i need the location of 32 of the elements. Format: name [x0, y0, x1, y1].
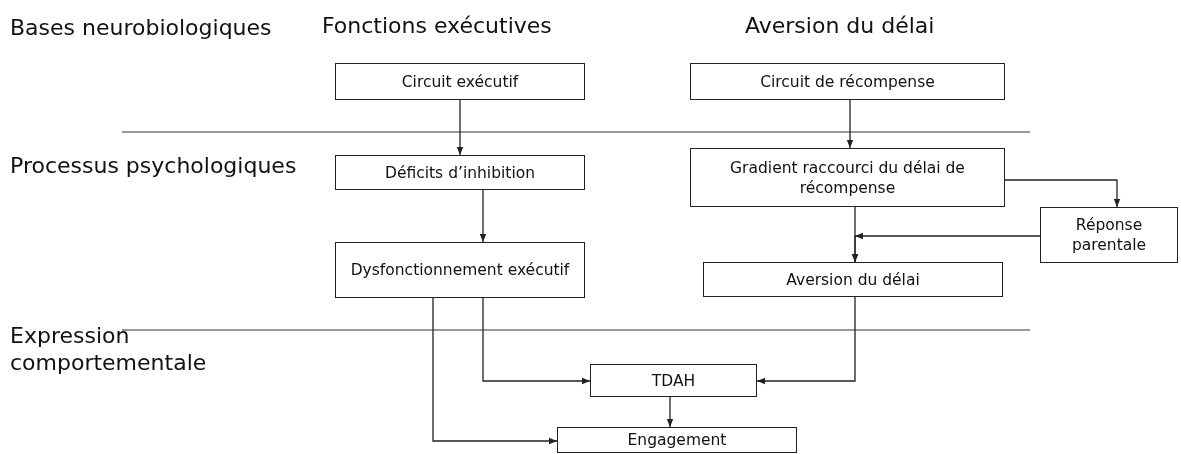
process-box: [335, 155, 585, 190]
row-heading: Bases neurobiologiques: [10, 14, 273, 41]
row-heading: Expression comportementale: [10, 322, 208, 376]
column-heading: Fonctions exécutives: [322, 12, 553, 39]
box-text: Circuit de récompense: [760, 71, 935, 92]
process-box: [703, 262, 1003, 297]
process-box: [335, 242, 585, 298]
box-text: Réponse parentale: [1070, 215, 1148, 255]
box-text: Déficits d’inhibition: [385, 162, 535, 183]
row-heading: Processus psychologiques: [10, 152, 298, 179]
arrow: [432, 297, 558, 445]
process-box: [690, 148, 1005, 207]
arrow: [456, 99, 464, 156]
process-box: [590, 364, 757, 397]
process-box: [690, 63, 1005, 100]
process-box: [557, 427, 797, 453]
process-box: [335, 63, 585, 100]
arrow: [666, 396, 674, 428]
arrow: [479, 189, 487, 243]
box-text: TDAH: [651, 370, 696, 391]
box-text: Engagement: [627, 430, 727, 450]
box-text: Aversion du délai: [786, 269, 920, 290]
arrow: [756, 296, 856, 385]
box-text: Gradient raccourci du délai de récompense: [729, 157, 966, 198]
column-heading: Aversion du délai: [745, 12, 936, 39]
arrow: [851, 232, 1041, 263]
box-text: Dysfonctionnement exécutif: [350, 260, 570, 280]
arrow: [1004, 179, 1121, 208]
arrow: [482, 297, 591, 385]
process-box: [1040, 207, 1178, 263]
arrow: [846, 99, 854, 149]
box-text: Circuit exécutif: [401, 71, 519, 92]
